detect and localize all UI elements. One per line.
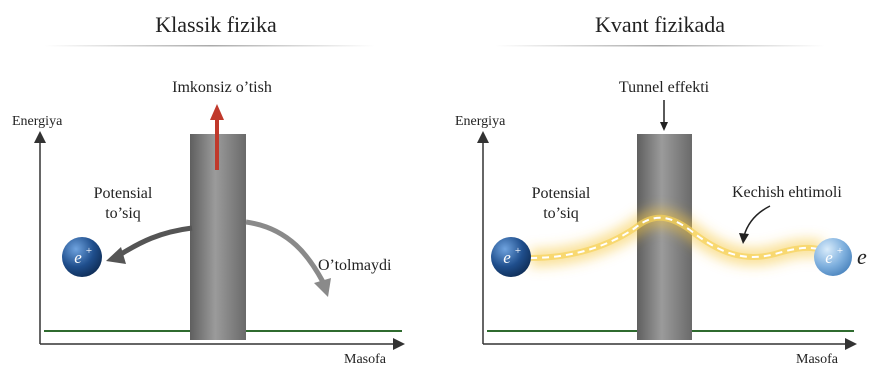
left-x-axis-label: Masofa — [344, 352, 387, 367]
right-top-arrow-head — [660, 122, 668, 131]
right-top-label: Tunnel effekti — [619, 79, 710, 96]
left-title-separator — [45, 45, 375, 47]
right-particle-in-symbol: e — [503, 248, 511, 267]
right-particle-out-charge: + — [837, 245, 843, 257]
left-side-label: O’tolmaydi — [318, 257, 392, 274]
left-up-arrow-head — [210, 104, 224, 120]
right-title: Kvant fizikada — [595, 12, 725, 37]
right-outgoing-symbol: e — [857, 244, 867, 269]
left-reflect-arrowhead — [106, 247, 126, 264]
right-barrier — [637, 134, 692, 340]
left-title: Klassik fizika — [155, 12, 277, 37]
right-barrier-label-1: Potensial — [532, 185, 591, 202]
right-particle-out: e + e — [814, 238, 867, 276]
right-barrier-label-2: to’siq — [543, 205, 579, 222]
right-prob-arrowhead — [739, 233, 749, 244]
left-barrier-label-2: to’siq — [105, 205, 141, 222]
right-wave-dash — [529, 216, 823, 259]
right-title-separator — [495, 45, 825, 47]
left-y-axis-label: Energiya — [12, 114, 63, 129]
left-pass-arrowhead — [314, 278, 331, 297]
right-x-axis-label: Masofa — [796, 352, 839, 367]
right-particle-in-charge: + — [515, 245, 521, 257]
right-particle-out-sphere — [814, 238, 852, 276]
right-side-label: Kechish ehtimoli — [732, 184, 842, 201]
left-particle-sphere — [62, 237, 102, 277]
right-particle-in: e + — [491, 237, 531, 277]
left-pass-arrow — [245, 219, 326, 284]
left-top-label: Imkonsiz o’tish — [172, 79, 272, 96]
left-reflect-arrow — [116, 225, 193, 259]
right-prob-arrow — [743, 205, 771, 237]
left-particle-symbol: e — [74, 248, 82, 267]
left-panel: Klassik fizika Energiya Masofa Imkonsiz … — [12, 12, 405, 367]
right-panel: Kvant fizikada Energiya Masofa Tunnel ef… — [455, 12, 867, 367]
left-barrier-label-1: Potensial — [94, 185, 153, 202]
right-particle-out-symbol: e — [825, 248, 833, 267]
left-particle-charge: + — [86, 245, 92, 257]
left-particle: e + — [62, 237, 102, 277]
right-particle-in-sphere — [491, 237, 531, 277]
right-y-axis-label: Energiya — [455, 114, 506, 129]
